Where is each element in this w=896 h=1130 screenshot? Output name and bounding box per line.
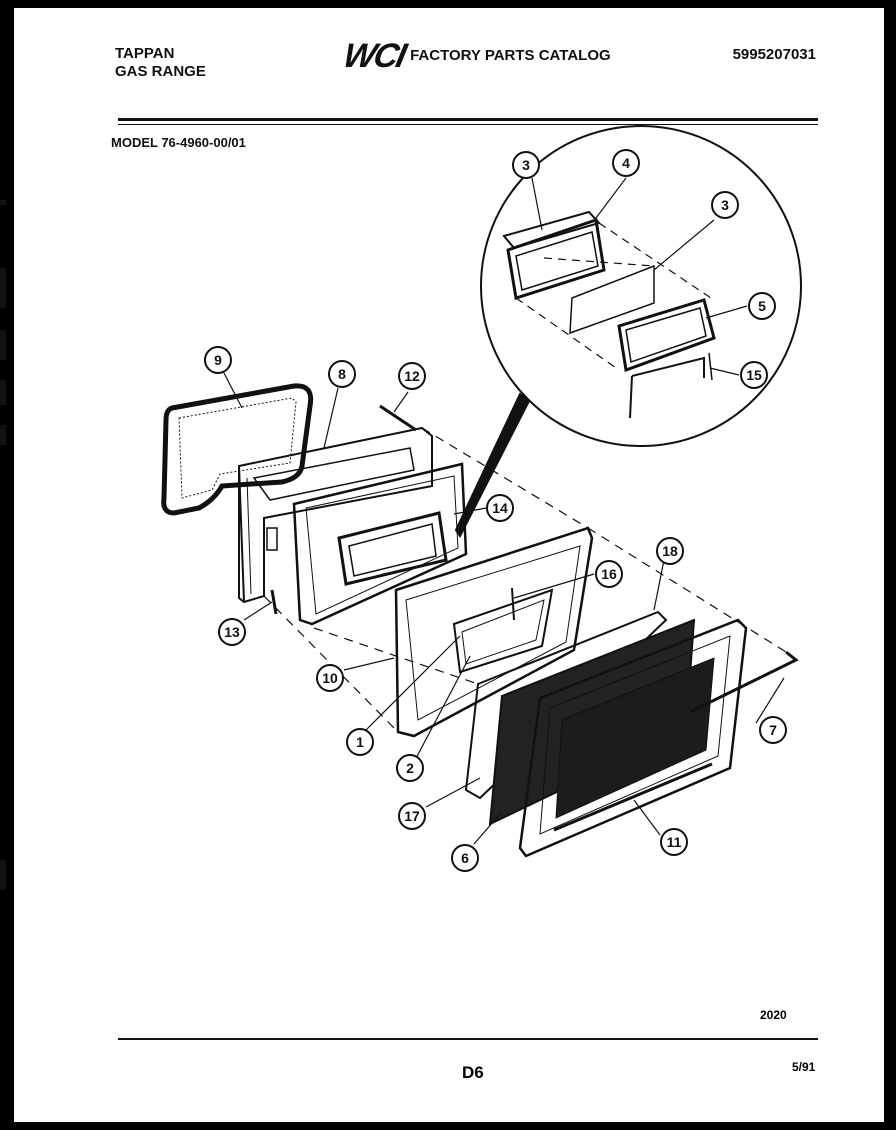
brand-block: TAPPAN GAS RANGE xyxy=(115,45,206,81)
inner-door-panel xyxy=(292,462,468,626)
detail-magnifier-circle xyxy=(480,125,802,447)
catalog-header: WCI FACTORY PARTS CATALOG xyxy=(340,37,611,75)
inner-door-liner xyxy=(238,426,433,604)
outer-door-frame xyxy=(518,618,799,858)
callout-label: 6 xyxy=(461,850,469,866)
callout-label: 1 xyxy=(356,734,364,750)
callout-label: 4 xyxy=(622,155,630,171)
callout-label: 8 xyxy=(338,366,346,382)
exploded-parts-diagram: 3 4 3 5 15 9 8 12 14 13 16 18 10 1 2 7 1… xyxy=(161,125,802,872)
callout-label: 12 xyxy=(404,368,420,384)
callout-label: 9 xyxy=(214,352,222,368)
callout-circles xyxy=(204,149,787,872)
callout-label: 16 xyxy=(601,566,617,582)
footer-rule xyxy=(118,1038,818,1040)
window-frame-assembly xyxy=(502,210,716,419)
callout-label: 2 xyxy=(406,760,414,776)
detail-leader xyxy=(454,392,531,538)
callout-label: 14 xyxy=(492,500,508,516)
callout-label: 15 xyxy=(746,367,762,383)
callout-label: 11 xyxy=(667,834,682,850)
drawing-code: 2020 xyxy=(760,1008,787,1022)
door-gasket xyxy=(161,383,314,516)
callout-label: 7 xyxy=(769,722,777,738)
catalog-title: FACTORY PARTS CATALOG xyxy=(410,47,611,64)
page-number: D6 xyxy=(462,1063,484,1082)
catalog-page: TAPPAN GAS RANGE WCI FACTORY PARTS CATAL… xyxy=(14,8,884,1122)
header-rule-thin xyxy=(118,124,818,125)
screw xyxy=(270,589,278,615)
header-rule-thick xyxy=(118,118,818,121)
product-type: GAS RANGE xyxy=(115,63,206,80)
revision-date: 5/91 xyxy=(792,1060,816,1074)
part-number: 5995207031 xyxy=(732,46,816,63)
callout-labels: 3 4 3 5 15 9 8 12 14 13 16 18 10 1 2 7 1… xyxy=(214,155,777,866)
callout-label: 3 xyxy=(721,197,729,213)
callout-label: 3 xyxy=(522,157,530,173)
callout-label: 18 xyxy=(662,543,678,559)
model-number: MODEL 76-4960-00/01 xyxy=(111,135,246,150)
screw xyxy=(379,404,417,432)
callout-label: 13 xyxy=(224,624,240,640)
callout-label: 10 xyxy=(322,670,338,686)
callout-label: 17 xyxy=(404,808,420,824)
callout-label: 5 xyxy=(758,298,766,314)
brand-name: TAPPAN xyxy=(115,45,175,62)
